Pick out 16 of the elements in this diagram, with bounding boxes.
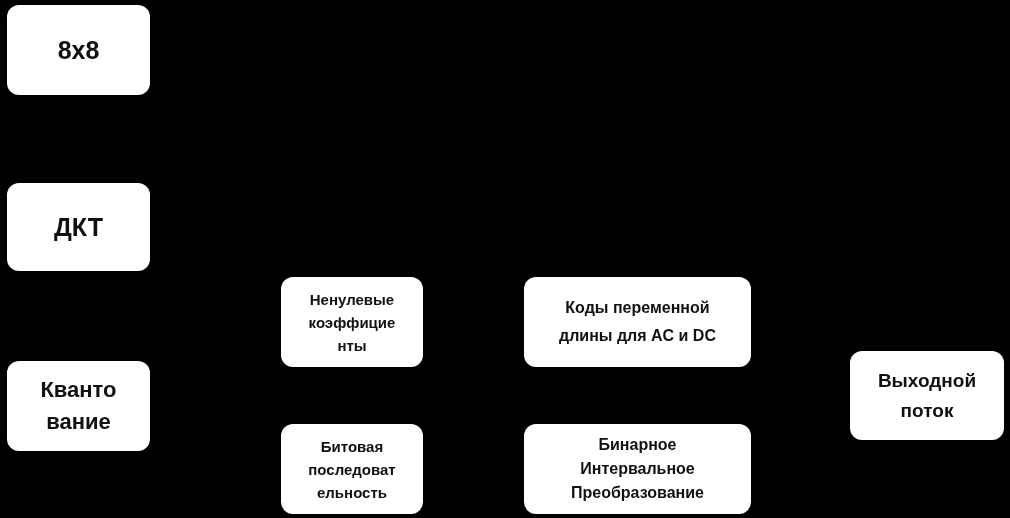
box-label: Битовая последоват ельность — [307, 436, 397, 503]
process-box — [524, 277, 751, 367]
box-label: Выходной поток — [876, 368, 978, 423]
box-label: Коды переменной длины для AC и DC — [558, 298, 717, 346]
process-box — [7, 183, 150, 271]
process-box — [524, 424, 751, 514]
box-label: 8x8 — [57, 35, 100, 65]
process-box — [7, 361, 150, 451]
box-label: Кванто вание — [39, 376, 118, 436]
box-label: Бинарное Интервальное Преобразование — [570, 435, 705, 503]
box-label: ДКТ — [54, 212, 103, 242]
process-box — [7, 5, 150, 95]
process-box — [850, 351, 1004, 440]
box-label: Ненулевые коэффицие нты — [307, 289, 397, 356]
process-box — [281, 424, 423, 514]
process-box — [281, 277, 423, 367]
